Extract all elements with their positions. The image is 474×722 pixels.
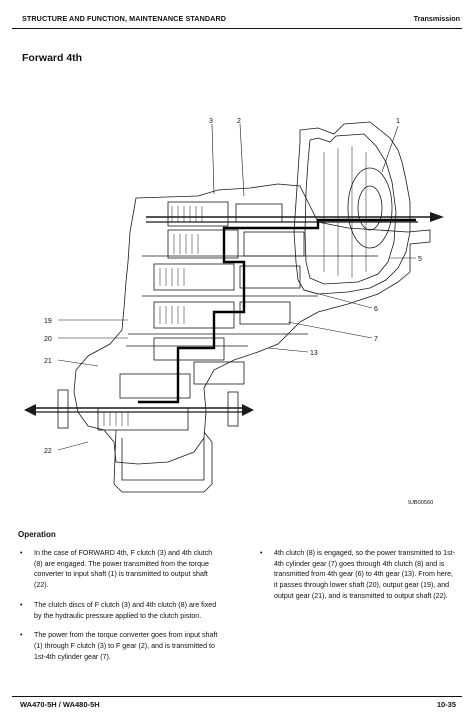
callout-7: 7 [374,336,378,343]
footer-model: WA470-5H / WA480-5H [20,700,100,709]
operation-bullet: The clutch discs of F clutch (3) and 4th… [18,600,218,621]
callout-5: 5 [418,256,422,263]
page-number: 10-35 [436,700,456,709]
operation-left-column: In the case of FORWARD 4th, F clutch (3)… [18,548,218,671]
oil-pan [113,429,213,493]
output-arrow-right [242,404,254,416]
callout-3: 3 [209,118,213,125]
callout-22: 22 [44,448,52,455]
footer-rule [12,696,462,697]
operation-heading: Operation [18,530,56,539]
page-header: STRUCTURE AND FUNCTION, MAINTENANCE STAN… [22,14,460,28]
input-arrow [430,212,444,222]
transmission-diagram: 1 2 3 5 6 7 13 19 20 21 22 9JB00560 [24,118,444,506]
operation-bullet: The power from the torque converter goes… [18,630,218,662]
header-chapter: Transmission [413,14,460,23]
4th-clutch-pack [153,301,235,329]
callout-6: 6 [374,306,378,313]
header-section: STRUCTURE AND FUNCTION, MAINTENANCE STAN… [22,14,227,23]
transmission-case-outline [73,183,431,465]
converter-housing-outline [293,121,411,295]
operation-bullet: 4th clutch (8) is engaged, so the power … [258,548,458,602]
callout-20: 20 [44,336,52,343]
f-clutch-pack [167,201,229,227]
output-arrow-left [24,404,36,416]
callout-2: 2 [237,118,241,125]
operation-right-column: 4th clutch (8) is engaged, so the power … [258,548,458,611]
power-flow-path [138,218,416,404]
header-rule [12,28,462,29]
page-title: Forward 4th [22,52,83,64]
operation-bullet: In the case of FORWARD 4th, F clutch (3)… [18,548,218,591]
figure-code: 9JB00560 [408,500,433,506]
callout-21: 21 [44,358,52,365]
callout-1: 1 [396,118,400,125]
callout-13: 13 [310,350,318,357]
callout-19: 19 [44,318,52,325]
